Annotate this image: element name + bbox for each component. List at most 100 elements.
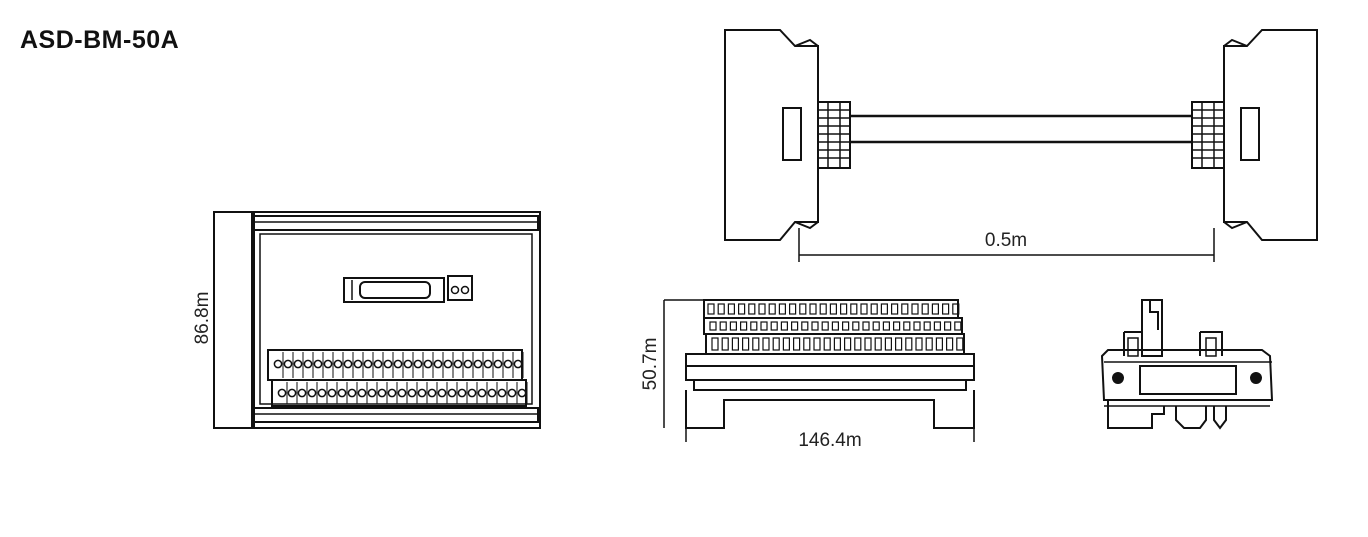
front-height-dimension: 86.8m [192,212,215,428]
terminal-screw-icon [463,359,473,369]
terminal-screw-icon [437,388,447,398]
terminal-screw-icon [477,388,487,398]
terminal-screw-icon [347,388,357,398]
side-din-rail [685,353,975,429]
terminal-screw-icon [443,359,453,369]
front-height-label: 86.8m [192,292,213,345]
terminal-screw-icon [277,388,287,398]
terminal-slot-icon [915,337,923,351]
terminal-screw-icon [493,359,503,369]
terminal-slot-icon [872,321,880,331]
terminal-slot-icon [860,303,868,315]
terminal-slot-icon [729,321,738,331]
terminal-screw-icon [363,359,373,369]
terminal-screw-icon [517,388,527,398]
terminal-slot-icon [760,321,768,331]
terminal-slot-icon [923,321,931,331]
terminal-slot-icon [780,321,789,331]
side-width-label: 146.4m [798,430,861,451]
terminal-slot-icon [739,321,748,331]
terminal-screw-icon [503,359,513,369]
right-connector [1191,29,1318,241]
terminal-slot-icon [880,303,889,315]
terminal-slot-icon [750,321,758,331]
terminal-screw-icon [397,388,407,398]
terminal-slot-icon [809,303,817,315]
front-side-rail [213,211,255,429]
terminal-screw-icon [407,388,417,398]
terminal-slot-icon [935,337,944,351]
terminal-screw-icon [387,388,397,398]
terminal-slot-icon [952,303,960,315]
terminal-screw-icon [473,359,483,369]
terminal-slot-icon [833,337,842,351]
terminal-screw-icon [357,388,367,398]
terminal-screw-icon [313,359,323,369]
terminal-slot-icon [913,321,921,331]
terminal-screw-icon [287,388,297,398]
terminal-screw-icon [403,359,413,369]
end-view [1100,299,1274,430]
terminal-slot-icon [719,321,727,331]
terminal-slot-icon [811,321,819,331]
terminal-screw-icon [307,388,317,398]
terminal-screw-icon [303,359,313,369]
terminal-screw-icon [423,359,433,369]
terminal-slot-icon [707,303,715,315]
terminal-slot-icon [931,303,940,315]
terminal-screw-icon [373,359,383,369]
terminal-screw-icon [337,388,347,398]
terminal-slot-icon [882,321,891,331]
front-bottom-rail [253,407,539,423]
terminal-slot-icon [850,303,858,315]
terminal-slot-icon [819,303,827,315]
terminal-screw-icon [413,359,423,369]
terminal-slot-icon [782,337,791,351]
terminal-screw-icon [317,388,327,398]
terminal-slot-icon [852,321,860,331]
terminal-slot-icon [941,303,950,315]
terminal-slot-icon [943,321,952,331]
terminal-screw-icon [297,388,307,398]
terminal-slot-icon [841,321,850,331]
side-view: 50.7m 146.4m [640,299,975,451]
model-title: ASD-BM-50A [20,26,180,54]
terminal-slot-icon [727,303,736,315]
terminal-slot-icon [862,321,870,331]
terminal-slot-icon [801,321,809,331]
terminal-slot-icon [854,337,862,351]
terminal-screw-icon [293,359,303,369]
terminal-screw-icon [323,359,333,369]
left-boot-ridges [818,102,850,168]
terminal-slot-icon [741,337,750,351]
terminal-slot-icon [843,337,852,351]
terminal-screw-icon [417,388,427,398]
terminal-slot-icon [711,337,719,351]
terminal-screw-icon [483,359,493,369]
left-connector [724,29,851,241]
terminal-slot-icon [925,337,933,351]
terminal-slot-icon [821,321,829,331]
terminal-screw-icon [447,388,457,398]
front-terminal-block [267,349,528,407]
terminal-screw-icon [467,388,477,398]
terminal-screw-icon [433,359,443,369]
terminal-slot-icon [731,337,740,351]
terminal-screw-icon [353,359,363,369]
terminal-screw-icon [367,388,377,398]
cable-length-dimension: 0.5m [798,228,1215,262]
terminal-screw-icon [393,359,403,369]
terminal-slot-icon [788,303,797,315]
terminal-slot-icon [901,303,909,315]
terminal-slot-icon [813,337,821,351]
terminal-slot-icon [778,303,787,315]
terminal-slot-icon [911,303,919,315]
terminal-slot-icon [903,321,911,331]
terminal-slot-icon [874,337,882,351]
terminal-slot-icon [717,303,725,315]
terminal-slot-icon [762,337,770,351]
ground-terminal [447,275,473,301]
terminal-slot-icon [933,321,942,331]
side-width-dimension: 146.4m [685,428,975,451]
